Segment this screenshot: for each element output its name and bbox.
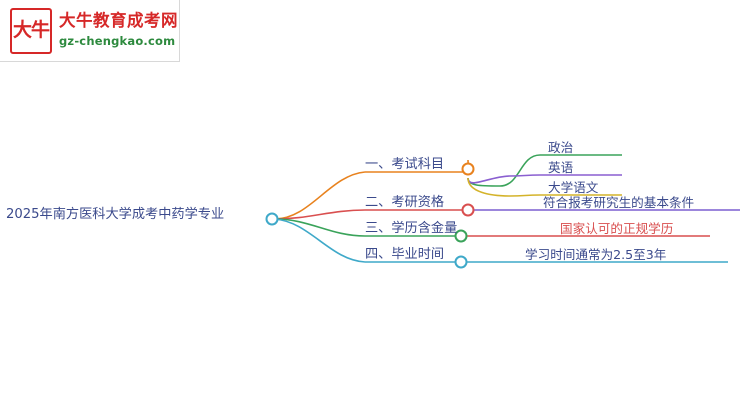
node-branch-1[interactable] bbox=[461, 162, 475, 176]
branch-label-3[interactable]: 三、学历含金量 bbox=[365, 221, 458, 236]
branch-label-2[interactable]: 二、考研资格 bbox=[365, 195, 445, 210]
logo-text-block: 大牛教育成考网 gz-chengkao.com bbox=[59, 11, 178, 49]
leaf-label-4-1[interactable]: 学习时间通常为2.5至3年 bbox=[525, 247, 667, 262]
logo-mark-icon: 大牛 bbox=[10, 7, 52, 54]
connector-branch-1-child-3 bbox=[467, 177, 541, 197]
node-branch-4[interactable] bbox=[454, 255, 468, 269]
connector-branch-1-child-1 bbox=[467, 154, 541, 187]
connector-root-branch-4 bbox=[274, 218, 366, 263]
connector-root-branch-2 bbox=[274, 209, 366, 220]
branch-label-1[interactable]: 一、考试科目 bbox=[365, 157, 445, 172]
leaf-label-2-1[interactable]: 符合报考研究生的基本条件 bbox=[543, 195, 695, 210]
leaf-label-1-1[interactable]: 政治 bbox=[548, 140, 574, 155]
logo-title: 大牛教育成考网 bbox=[59, 11, 178, 31]
leaf-label-3-1[interactable]: 国家认可的正规学历 bbox=[560, 221, 674, 236]
logo-mark-text: 大牛 bbox=[12, 19, 50, 41]
leaf-label-1-3[interactable]: 大学语文 bbox=[548, 180, 599, 195]
root-label: 2025年南方医科大学成考中药学专业 bbox=[6, 207, 225, 222]
logo-subtitle: gz-chengkao.com bbox=[59, 34, 176, 49]
node-branch-2[interactable] bbox=[461, 203, 475, 217]
connector-root-branch-3 bbox=[274, 218, 366, 237]
leaf-label-1-2[interactable]: 英语 bbox=[548, 160, 574, 175]
branch-label-4[interactable]: 四、毕业时间 bbox=[365, 247, 445, 262]
connector-branch-1-child-2 bbox=[467, 174, 541, 184]
site-logo: 大牛 大牛教育成考网 gz-chengkao.com bbox=[0, 0, 180, 62]
connector-root-branch-1 bbox=[274, 171, 366, 220]
